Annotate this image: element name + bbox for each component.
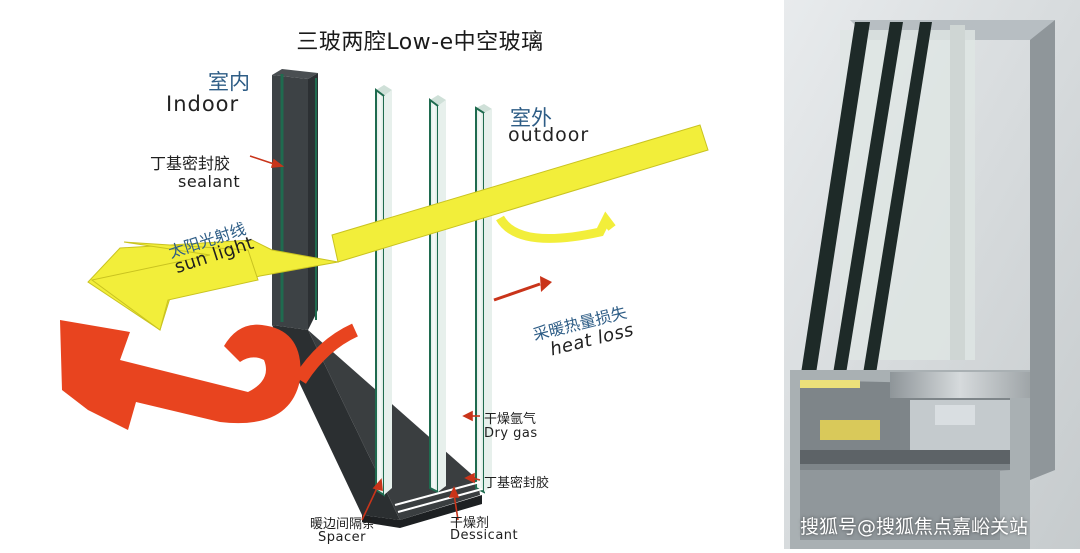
indoor-label-zh: 室内 <box>208 70 250 94</box>
spacer-label-zh: 暖边间隔条 <box>310 517 376 532</box>
drygas-label-en: Dry gas <box>484 426 538 441</box>
desiccant-label-en: Dessicant <box>450 528 519 543</box>
diagram-title: 三玻两腔Low-e中空玻璃 <box>296 30 544 55</box>
indoor-glass-pane <box>272 69 318 330</box>
sun-light-arrow <box>87 124 709 331</box>
heat-loss-arrow <box>60 276 552 430</box>
leader-lines <box>249 155 481 521</box>
sealant-label-zh: 丁基密封胶 <box>150 154 231 173</box>
window-frame-photo <box>784 0 1080 549</box>
watermark: 搜狐号@搜狐焦点嘉峪关站 <box>800 516 1029 538</box>
spacer-stripes <box>394 481 483 513</box>
middle-glass-pane-1 <box>375 85 392 497</box>
desiccant-label-zh: 干燥剂 <box>450 516 490 531</box>
spacer-label-en: Spacer <box>318 530 366 545</box>
sealant2-label-zh: 丁基密封胶 <box>484 476 550 491</box>
outdoor-label-zh: 室外 <box>510 106 552 130</box>
middle-glass-pane-2 <box>429 95 446 494</box>
outdoor-label-en: outdoor <box>508 124 590 146</box>
drygas-label-zh: 干燥氩气 <box>484 412 537 427</box>
sealant-label-en: sealant <box>178 172 241 191</box>
indoor-label-en: Indoor <box>166 92 240 116</box>
